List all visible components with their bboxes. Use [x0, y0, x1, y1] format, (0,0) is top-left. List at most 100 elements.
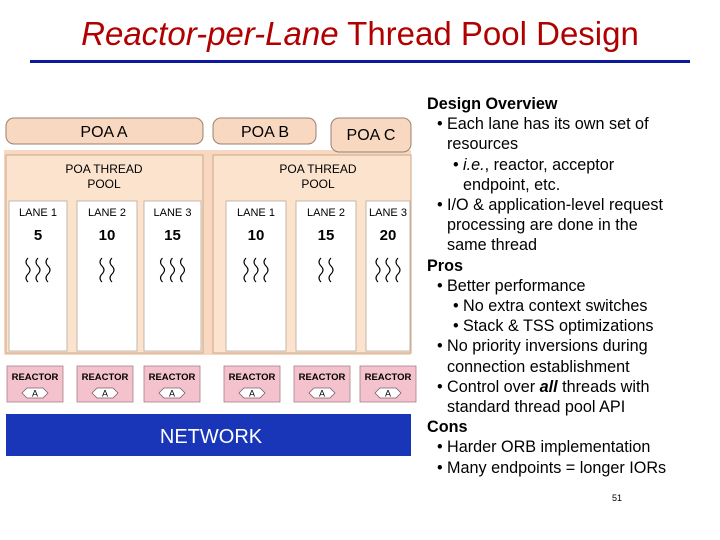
thread-pool-label: POOL: [301, 177, 335, 191]
thread-icon: [253, 257, 259, 283]
thread-icon: [45, 257, 51, 283]
bullet-icon: •: [453, 155, 459, 174]
pros-subitem: •No extra context switches: [453, 297, 648, 316]
network-label: NETWORK: [160, 426, 263, 448]
thread-icon: [395, 257, 401, 283]
thread-icon: [99, 257, 105, 283]
bullet-icon: •: [437, 196, 443, 215]
bullet-icon: •: [437, 377, 443, 396]
lane-label: LANE 3: [154, 207, 192, 219]
reactor-label: REACTOR: [12, 372, 59, 383]
pros-item: •Control over all threads with: [437, 377, 650, 396]
lane-priority: 15: [318, 227, 335, 244]
thread-icon: [109, 257, 115, 283]
lane-priority: 10: [99, 227, 116, 244]
acceptor-label: A: [102, 389, 108, 399]
acceptor-label: A: [249, 389, 255, 399]
reactor-label: REACTOR: [229, 372, 276, 383]
overview-item-cont: resources: [447, 135, 519, 154]
acceptor-label: A: [169, 389, 175, 399]
lane-box: [8, 200, 68, 352]
reactor-label: REACTOR: [299, 372, 346, 383]
title-rest: Thread Pool Design: [338, 15, 639, 52]
slide-title: Reactor-per-Lane Thread Pool Design: [0, 14, 720, 54]
reactor-label: REACTOR: [365, 372, 412, 383]
thread-icon: [159, 257, 166, 283]
bullet-icon: •: [437, 458, 443, 477]
bullet-icon: •: [437, 337, 443, 356]
cons-heading: Cons: [427, 418, 468, 437]
acceptor-label: A: [319, 389, 325, 399]
page-number: 51: [612, 493, 623, 503]
bullet-icon: •: [437, 276, 443, 295]
poa-label: POA C: [347, 127, 396, 144]
lane-box: [143, 200, 202, 352]
acceptor-label: A: [32, 389, 38, 399]
overview-item: •I/O & application-level request: [437, 196, 663, 215]
bullet-icon: •: [437, 115, 443, 134]
thread-icon: [179, 257, 186, 283]
pros-item-cont: standard thread pool API: [447, 398, 626, 417]
thread-icon: [375, 257, 381, 283]
design-notes: Design Overview •Each lane has its own s…: [427, 94, 717, 478]
thread-icon: [169, 257, 176, 283]
lane-label: LANE 1: [19, 207, 57, 219]
cons-item: •Harder ORB implementation: [437, 438, 651, 457]
overview-item-cont: same thread: [447, 236, 537, 255]
overview-subitem-cont: endpoint, etc.: [463, 175, 561, 194]
thread-icon: [328, 257, 334, 283]
network-bar: [6, 414, 411, 456]
pros-item: •No priority inversions during: [437, 337, 648, 356]
overview-heading: Design Overview: [427, 95, 558, 113]
bullet-icon: •: [453, 317, 459, 336]
bullet-icon: •: [453, 297, 459, 316]
lane-priority: 15: [164, 227, 181, 244]
thread-icon: [263, 257, 269, 283]
poa-box: [5, 117, 204, 145]
lane-label: LANE 3: [369, 207, 407, 219]
lane-priority: 20: [380, 227, 397, 244]
reactor-label: REACTOR: [149, 372, 196, 383]
bullet-icon: •: [437, 438, 443, 457]
thread-pool-label: POOL: [87, 177, 121, 191]
acceptor-label: A: [385, 389, 391, 399]
poa-box: [212, 117, 317, 145]
pros-item: •Better performance: [437, 276, 586, 295]
pros-heading: Pros: [427, 256, 463, 275]
lane-box: [365, 200, 411, 352]
overview-item: •Each lane has its own set of: [437, 115, 649, 134]
acceptor-icon: [374, 387, 402, 399]
poa-label: POA A: [80, 124, 127, 141]
poa-label: POA B: [241, 124, 289, 141]
cons-item: •Many endpoints = longer IORs: [437, 458, 667, 477]
thread-icon: [35, 257, 41, 283]
lane-box: [295, 200, 357, 352]
overview-subitem: •i.e., reactor, acceptor: [453, 155, 615, 174]
title-rule: [30, 60, 690, 63]
lane-priority: 5: [34, 227, 42, 244]
lane-label: LANE 1: [237, 207, 275, 219]
thread-icon: [243, 257, 249, 283]
lane-label: LANE 2: [307, 207, 345, 219]
lane-box: [225, 200, 287, 352]
thread-icon: [385, 257, 391, 283]
poa-box: [330, 117, 412, 153]
thread-pool-label: POA THREAD: [279, 162, 356, 176]
lane-priority: 10: [248, 227, 265, 244]
overview-item-cont: processing are done in the: [447, 216, 638, 235]
lane-label: LANE 2: [88, 207, 126, 219]
acceptor-icon: [158, 387, 186, 399]
acceptor-icon: [21, 387, 49, 399]
pros-item-cont: connection establishment: [447, 357, 630, 376]
pros-subitem: •Stack & TSS optimizations: [453, 317, 654, 336]
acceptor-icon: [238, 387, 266, 399]
reactor-label: REACTOR: [82, 372, 129, 383]
thread-icon: [318, 257, 324, 283]
acceptor-icon: [308, 387, 336, 399]
title-emphasis: Reactor-per-Lane: [81, 15, 339, 52]
thread-icon: [25, 257, 31, 283]
thread-pool-label: POA THREAD: [65, 162, 142, 176]
acceptor-icon: [91, 387, 119, 399]
lane-box: [76, 200, 138, 352]
